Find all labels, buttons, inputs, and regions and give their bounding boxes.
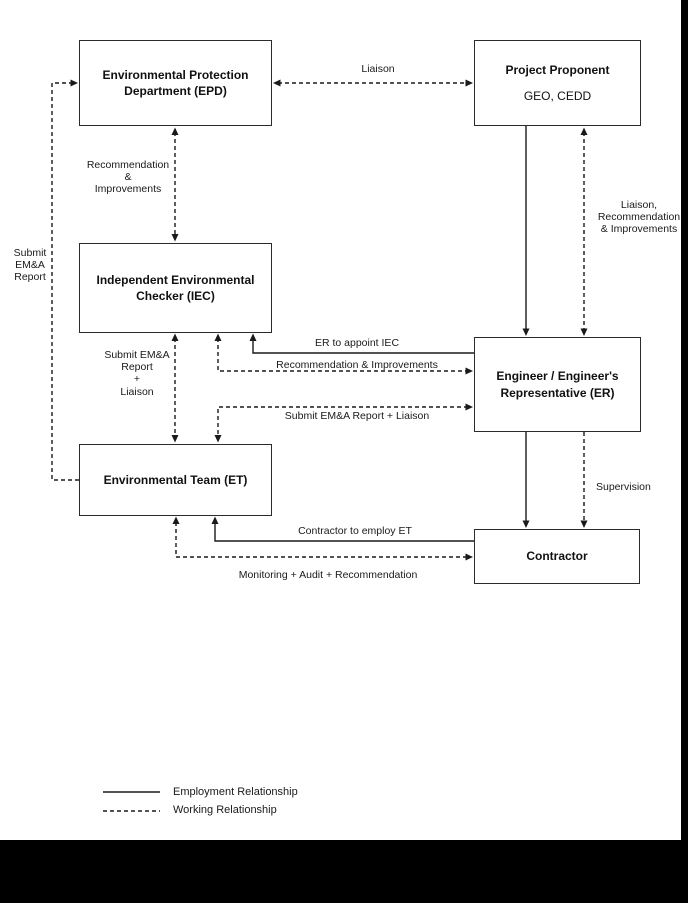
label-submit-ema-iec-et: Submit EM&A Report + Liaison [104,349,170,398]
project-proponent-subtitle: GEO, CEDD [523,88,592,103]
label-contractor-to-employ-et: Contractor to employ ET [298,525,412,537]
label-liaison-top: Liaison [361,63,395,75]
box-project-proponent: Project Proponent GEO, CEDD [474,40,641,126]
legend-employment-label: Employment Relationship [173,786,298,798]
edge-submit-ema-et-er [214,403,473,443]
edge-er-contractor-employment [522,432,530,528]
edge-monitoring-et-contractor [172,516,473,561]
box-et: Environmental Team (ET) [79,444,272,516]
label-rec-imp-epd-iec: Recommendation & Improvements [86,159,170,196]
edge-er-appoint-iec [249,333,474,354]
edge-pp-er-liaison [580,127,588,336]
box-contractor: Contractor [474,529,640,584]
box-er: Engineer / Engineer's Representative (ER… [474,337,641,432]
legend-working-label: Working Relationship [173,804,277,816]
box-iec: Independent Environmental Checker (IEC) [79,243,272,333]
label-monitoring-audit-rec: Monitoring + Audit + Recommendation [238,569,418,581]
label-submit-ema-left: Submit EM&A Report [13,247,47,284]
project-proponent-title: Project Proponent [505,63,610,78]
label-er-to-appoint-iec: ER to appoint IEC [314,337,400,349]
box-epd: Environmental Protection Department (EPD… [79,40,272,126]
edge-pp-er-employment [522,126,530,336]
label-liaison-rec-imp-right: Liaison, Recommendation & Improvements [597,199,681,236]
edge-liaison-epd-pp [273,79,473,87]
label-supervision: Supervision [596,481,651,493]
edge-rec-imp-iec-er [214,333,473,375]
edge-submit-ema-iec-et [171,333,179,443]
edge-contractor-employ-et [211,516,474,542]
label-submit-ema-et-er: Submit EM&A Report + Liaison [284,410,430,422]
edge-er-contractor-supervision [580,432,588,528]
label-rec-imp-iec-er: Recommendation & Improvements [276,359,438,371]
edge-submit-ema-et-epd [51,79,79,481]
edge-rec-imp-epd-iec [171,127,179,242]
